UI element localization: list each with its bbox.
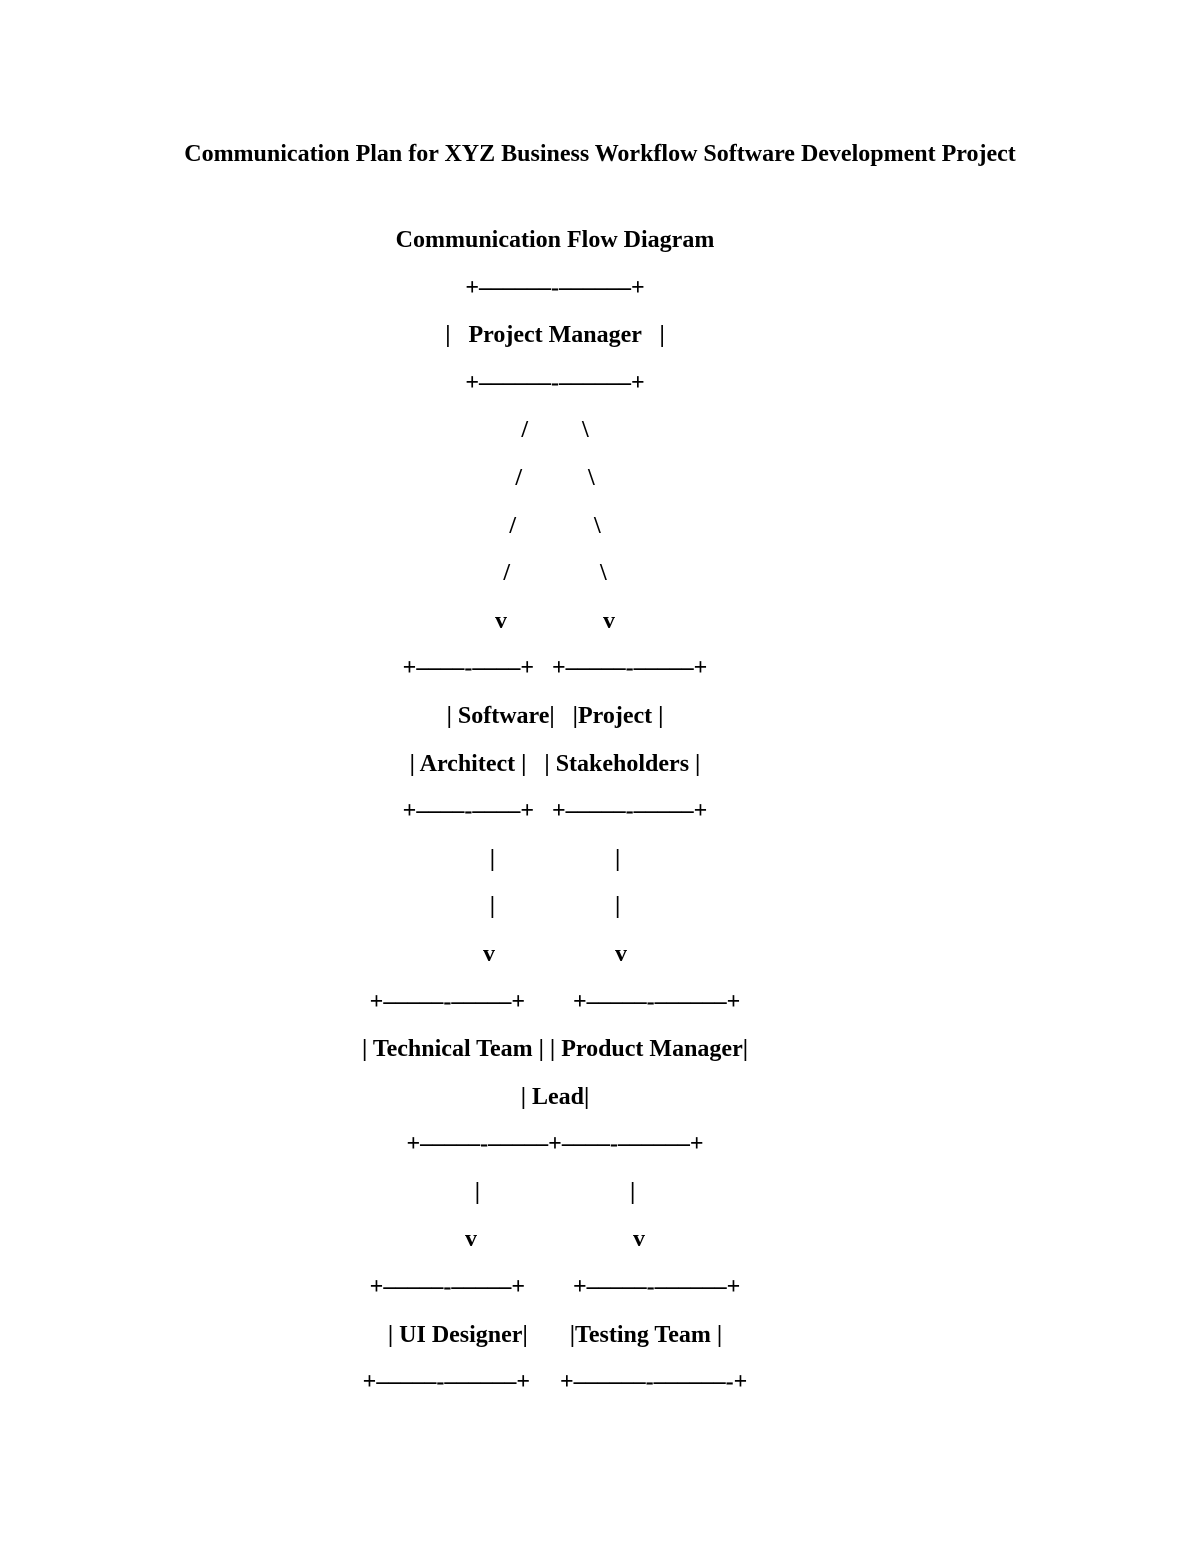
diagram-line: +–––––-––––––+ +––––––-––––––-+ (362, 1369, 748, 1396)
diagram-line: | | (489, 893, 621, 920)
diagram-line: v v (495, 607, 615, 634)
ascii-flow-diagram: +––––––-––––––+ | Project Manager | +–––––… (0, 265, 1155, 1407)
diagram-line: v v (465, 1226, 645, 1253)
diagram-line: +––––-––––+ +–––––-–––––+ (402, 798, 708, 825)
diagram-line: | Project Manager | (445, 322, 665, 349)
diagram-line: | | (474, 1178, 636, 1205)
document-title: Communication Plan for XYZ Business Work… (184, 141, 1016, 167)
diagram-line: / \ (509, 512, 601, 539)
diagram-heading: Communication Flow Diagram (395, 227, 715, 253)
diagram-line: +–––––-–––––+ +–––––-––––––+ (369, 988, 741, 1015)
diagram-line: | | (489, 845, 621, 872)
diagram-line: +––––––-––––––+ (465, 274, 645, 301)
diagram-line: | Software| |Project | (446, 702, 664, 729)
diagram-line: v v (483, 940, 627, 967)
diagram-line: | Architect | | Stakeholders | (409, 750, 701, 777)
diagram-line: | UI Designer| |Testing Team | (387, 1321, 723, 1348)
diagram-line: +––––––-––––––+ (465, 369, 645, 396)
communication-flow-diagram: Communication Flow Diagram +––––––-–––––… (0, 217, 1155, 1407)
diagram-line: +–––––-–––––+––––-––––––+ (406, 1131, 704, 1158)
diagram-line: | Lead| (520, 1083, 590, 1110)
diagram-line: +––––-––––+ +–––––-–––––+ (402, 655, 708, 682)
diagram-line: +–––––-–––––+ +–––––-––––––+ (369, 1274, 741, 1301)
diagram-line: / \ (515, 464, 595, 491)
diagram-line: | Technical Team | | Product Manager| (361, 1036, 749, 1063)
diagram-line: / \ (521, 417, 589, 444)
diagram-line: / \ (503, 560, 607, 587)
